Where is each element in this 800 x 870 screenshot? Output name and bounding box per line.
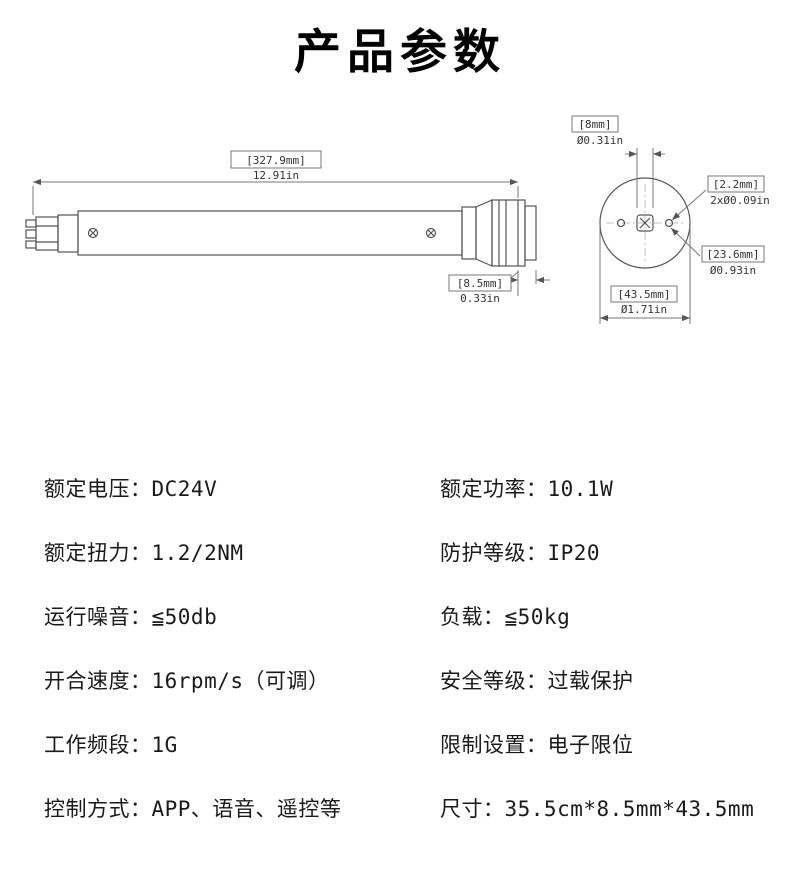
screw-mark-left: [87, 227, 99, 239]
shaft-dimension-label: [8mm] Ø0.31in: [571, 115, 623, 147]
spec-rated-power: 额定功率：10.1W: [440, 473, 780, 503]
side-view-dimension-lines: [32, 178, 550, 296]
mount-hole-left: [616, 218, 626, 228]
spec-label: 额定功率：: [440, 477, 548, 501]
spec-value: 1G: [151, 733, 178, 757]
spec-protection-rating: 防护等级：IP20: [440, 537, 780, 567]
mount-hole-right: [664, 218, 674, 228]
motor-side-view: [25, 199, 537, 267]
spec-row: 控制方式：APP、语音、遥控等 尺寸：35.5cm*8.5mm*43.5mm: [44, 776, 780, 840]
spec-value: 1.2/2NM: [151, 541, 244, 565]
outer-diameter-in-text: Ø1.71in: [621, 303, 667, 316]
bolt-circle-dimension-label: [23.6mm] Ø0.93in: [701, 245, 765, 277]
spec-value: 16rpm/s（可调）: [151, 669, 330, 693]
motor-drawing-svg: [327.9mm] 12.91in [8.5mm] 0.33in: [25, 115, 770, 324]
spec-row: 运行噪音：≦50db 负载：≦50kg: [44, 584, 780, 648]
spec-label: 防护等级：: [440, 541, 548, 565]
length-dimension-label: [327.9mm] 12.91in: [230, 150, 322, 182]
spec-row: 工作频段：1G 限制设置：电子限位: [44, 712, 780, 776]
screw-mark-right: [425, 227, 437, 239]
motor-end-view: [599, 177, 691, 269]
drive-shaft-socket: [636, 214, 654, 232]
spec-safety-level: 安全等级：过载保护: [440, 665, 780, 695]
shaft-in-text: Ø0.31in: [577, 134, 623, 147]
spec-value: DC24V: [151, 477, 218, 501]
crown-mm-text: [8.5mm]: [457, 277, 503, 290]
spec-noise: 运行噪音：≦50db: [44, 601, 440, 631]
page-title: 产品参数: [294, 25, 506, 78]
spec-speed: 开合速度：16rpm/s（可调）: [44, 665, 440, 695]
spec-value: ≦50kg: [504, 605, 571, 629]
spec-value: IP20: [547, 541, 601, 565]
spec-value: 10.1W: [547, 477, 614, 501]
outer-diameter-dimension-label: [43.5mm] Ø1.71in: [610, 285, 678, 316]
spec-rated-voltage: 额定电压：DC24V: [44, 473, 440, 503]
spec-value: 35.5cm*8.5mm*43.5mm: [504, 797, 755, 821]
length-in-text: 12.91in: [253, 169, 299, 182]
spec-label: 控制方式：: [44, 797, 152, 821]
spec-label: 工作频段：: [44, 733, 152, 757]
crown-in-text: 0.33in: [460, 292, 500, 305]
spec-value: 过载保护: [547, 669, 634, 693]
end-view-dimension-lines: [599, 148, 707, 324]
spec-row: 额定电压：DC24V 额定功率：10.1W: [44, 456, 780, 520]
spec-label: 安全等级：: [440, 669, 548, 693]
bolt-circle-in-text: Ø0.93in: [710, 264, 756, 277]
spec-control-method: 控制方式：APP、语音、遥控等: [44, 793, 440, 823]
spec-rated-torque: 额定扭力：1.2/2NM: [44, 537, 440, 567]
spec-label: 负载：: [440, 605, 505, 629]
spec-label: 尺寸：: [440, 797, 505, 821]
hole-in-text: 2xØ0.09in: [710, 194, 770, 207]
spec-label: 开合速度：: [44, 669, 152, 693]
spec-row: 额定扭力：1.2/2NM 防护等级：IP20: [44, 520, 780, 584]
spec-label: 额定电压：: [44, 477, 152, 501]
shaft-mm-text: [8mm]: [578, 118, 611, 131]
outer-diameter-mm-text: [43.5mm]: [618, 288, 671, 301]
hole-dimension-label: [2.2mm] 2xØ0.09in: [707, 175, 770, 207]
spec-limit-setting: 限制设置：电子限位: [440, 729, 780, 759]
spec-list: 额定电压：DC24V 额定功率：10.1W 额定扭力：1.2/2NM 防护等级：…: [0, 456, 800, 840]
spec-value: APP、语音、遥控等: [151, 797, 342, 821]
spec-label: 运行噪音：: [44, 605, 152, 629]
crown-dimension-label: [8.5mm] 0.33in: [448, 274, 512, 305]
spec-dimensions: 尺寸：35.5cm*8.5mm*43.5mm: [440, 793, 780, 823]
length-mm-text: [327.9mm]: [246, 154, 306, 167]
bolt-circle-mm-text: [23.6mm]: [707, 248, 760, 261]
spec-load: 负载：≦50kg: [440, 601, 780, 631]
hole-mm-text: [2.2mm]: [713, 178, 759, 191]
spec-row: 开合速度：16rpm/s（可调） 安全等级：过载保护: [44, 648, 780, 712]
spec-label: 额定扭力：: [44, 541, 152, 565]
spec-frequency-band: 工作频段：1G: [44, 729, 440, 759]
technical-drawing: [327.9mm] 12.91in [8.5mm] 0.33in: [0, 96, 800, 356]
spec-label: 限制设置：: [440, 733, 548, 757]
spec-value: 电子限位: [547, 733, 634, 757]
spec-value: ≦50db: [151, 605, 218, 629]
